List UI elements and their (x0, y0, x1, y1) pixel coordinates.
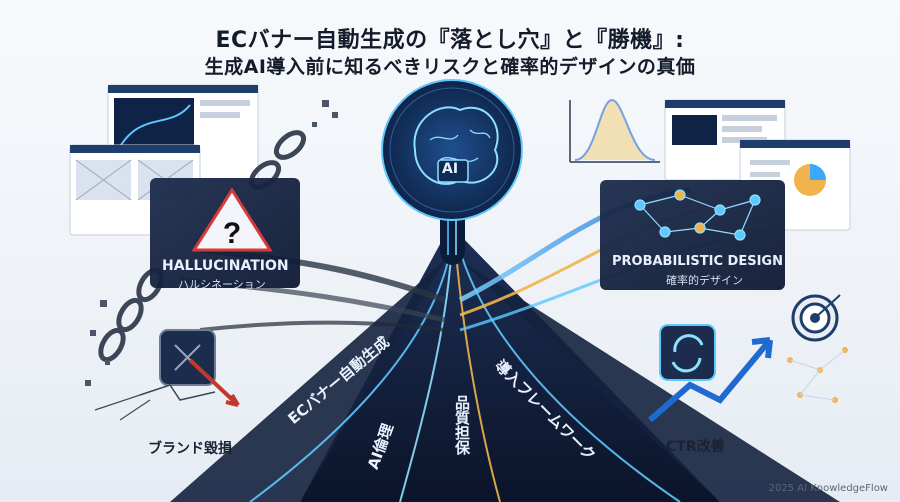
warning-icon (191, 187, 273, 252)
ai-chip (437, 159, 469, 183)
road-line-3 (454, 239, 501, 502)
down-arrow-icon (188, 358, 240, 407)
dot-constellation (787, 347, 848, 403)
road-line-4 (456, 239, 681, 502)
ctr-label: CTR改善 (666, 439, 725, 455)
hallucination-label: HALLUCINATION (162, 258, 289, 274)
brand-damage-label: ブランド毀損 (148, 441, 232, 457)
probabilistic-sublabel: 確率的デザイン (666, 274, 743, 287)
path-label-quality: 品質担保 (453, 395, 471, 455)
road-right-wing (460, 260, 840, 502)
hallucination-sublabel: ハルシネーション (178, 278, 266, 291)
svg-text:?: ? (223, 217, 241, 250)
probabilistic-panel (600, 180, 785, 290)
target-icon (791, 294, 841, 342)
road-line-2 (399, 239, 453, 502)
left-flow-3 (199, 320, 446, 332)
network-graph-icon (634, 189, 761, 241)
ai-badge: AI (442, 161, 459, 177)
road-line-1 (249, 239, 453, 502)
page-subtitle: 生成AI導入前に知るべきリスクと確率的デザインの真価 (204, 56, 696, 78)
rising-arrow-icon (648, 338, 773, 423)
brain-icon (413, 106, 499, 185)
brain-circle (381, 79, 523, 221)
footer-credit: 2025 AI KnowledgeFlow (768, 483, 888, 494)
glitch-pixels (85, 100, 338, 386)
road-surface (300, 235, 720, 502)
bell-curve-chart (569, 98, 660, 163)
probabilistic-label: PROBABILISTIC DESIGN (612, 254, 783, 269)
road-left-wing (170, 260, 445, 502)
brain-stem (440, 210, 465, 265)
page-title: ECバナー自動生成の『落とし穴』と『勝機』: (215, 28, 685, 53)
